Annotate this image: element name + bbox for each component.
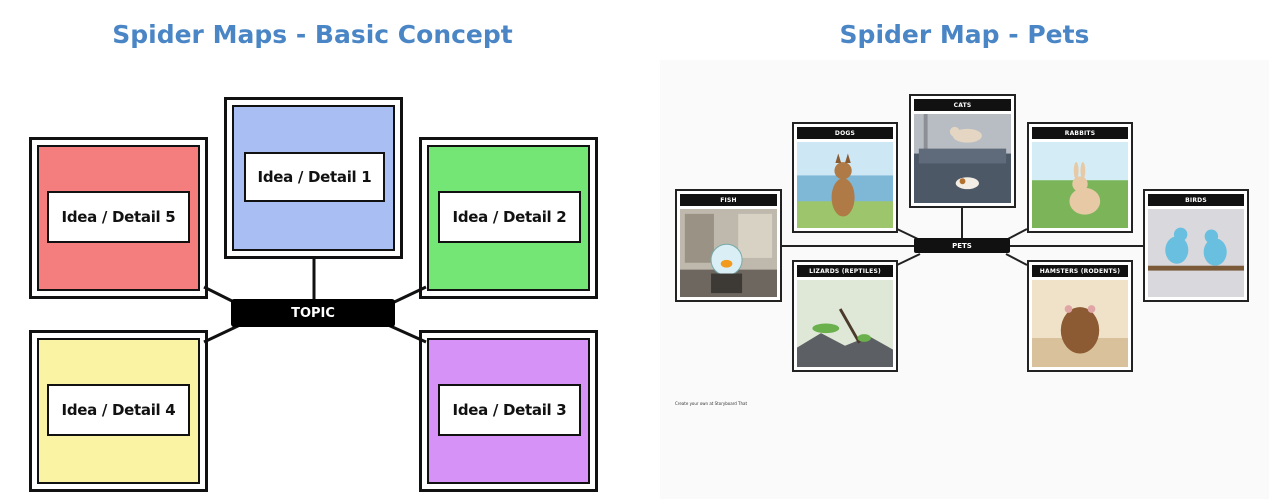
pets-topic-label: PETS: [914, 238, 1010, 253]
pet-fish-label: FISH: [680, 194, 777, 206]
dog-illustration: [797, 142, 893, 228]
pet-birds-label: BIRDS: [1148, 194, 1244, 206]
detail-1-cell: Idea / Detail 1: [224, 97, 403, 259]
pet-lizards-label: LIZARDS (REPTILES): [797, 265, 893, 277]
hamster-illustration: [1032, 280, 1128, 367]
pet-dogs-label: DOGS: [797, 127, 893, 139]
detail-5-cell: Idea / Detail 5: [29, 137, 208, 299]
connector-hamsters: [1005, 253, 1028, 266]
topic-label: TOPIC: [231, 299, 395, 327]
detail-2-cell: Idea / Detail 2: [419, 137, 598, 299]
detail-4-cell: Idea / Detail 4: [29, 330, 208, 492]
pet-lizards-cell: LIZARDS (REPTILES): [792, 260, 898, 372]
connector-detail-4: [203, 323, 241, 344]
pet-cats-label: CATS: [914, 99, 1011, 111]
pet-fish-cell: FISH: [675, 189, 782, 302]
pets-title: Spider Map - Pets: [839, 20, 1090, 49]
pet-dogs-cell: DOGS: [792, 122, 898, 233]
detail-3-cell: Idea / Detail 3: [419, 330, 598, 492]
connector-lizards: [896, 253, 921, 266]
pet-cats-cell: CATS: [909, 94, 1016, 208]
detail-5-label: Idea / Detail 5: [47, 191, 190, 243]
pet-hamsters-cell: HAMSTERS (RODENTS): [1027, 260, 1133, 372]
basic-concept-title: Spider Maps - Basic Concept: [112, 20, 513, 49]
detail-4-label: Idea / Detail 4: [47, 384, 190, 436]
pet-rabbits-label: RABBITS: [1032, 127, 1128, 139]
pet-birds-cell: BIRDS: [1143, 189, 1249, 302]
detail-3-label: Idea / Detail 3: [438, 384, 581, 436]
cat-illustration: [914, 114, 1011, 203]
lizard-illustration: [797, 280, 893, 367]
fish-illustration: [680, 209, 777, 297]
pet-hamsters-label: HAMSTERS (RODENTS): [1032, 265, 1128, 277]
pet-rabbits-cell: RABBITS: [1027, 122, 1133, 233]
storyboard-credit: Create your own at Storyboard That: [675, 401, 748, 406]
birds-illustration: [1148, 209, 1244, 297]
basic-concept-panel: Spider Maps - Basic Concept Idea / Detai…: [0, 0, 625, 499]
detail-2-label: Idea / Detail 2: [438, 191, 581, 243]
rabbit-illustration: [1032, 142, 1128, 228]
detail-1-label: Idea / Detail 1: [244, 152, 385, 202]
